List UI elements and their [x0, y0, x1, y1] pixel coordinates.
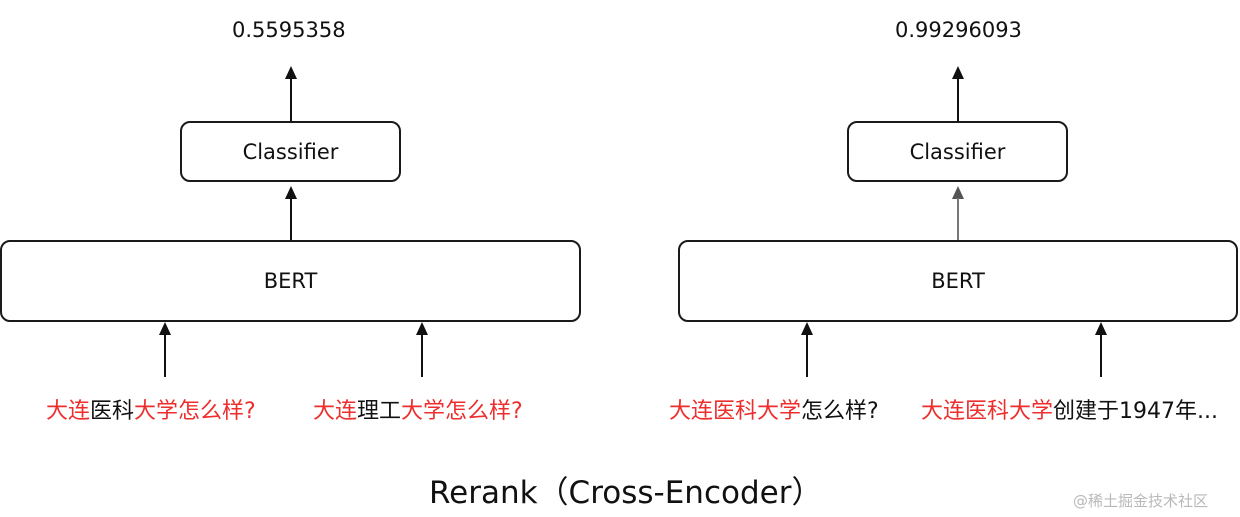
right-input-1-arrow [801, 322, 813, 377]
right-input-sentence-2: 大连医科大学创建于1947年... [921, 393, 1218, 425]
sentence-segment: 大学怎么样? [134, 399, 256, 424]
left-score-arrow [285, 66, 297, 121]
sentence-segment: 怎么样? [801, 399, 879, 424]
sentence-segment: 大连 [313, 399, 358, 424]
diagram-caption: Rerank（Cross-Encoder） [429, 475, 823, 511]
sentence-segment: 理工 [357, 399, 402, 424]
right-score-arrow [952, 66, 964, 121]
sentence-segment: 创建于1947年... [1053, 399, 1218, 424]
right-score: 0.99296093 [895, 18, 1022, 42]
left-classifier-box: Classifier [180, 121, 401, 182]
arrow-head [416, 322, 428, 335]
right-input-2-arrow [1095, 322, 1107, 377]
arrow-head [952, 186, 964, 199]
left-input-sentence-2: 大连理工大学怎么样? [313, 393, 523, 425]
right-bert-label: BERT [931, 269, 985, 293]
left-input-2-arrow [416, 322, 428, 377]
left-bert-to-classifier-arrow [285, 186, 297, 240]
left-classifier-label: Classifier [242, 139, 339, 164]
left-bert-label: BERT [263, 269, 318, 293]
watermark: @稀土掘金技术社区 [1073, 492, 1209, 510]
left-bert-box: BERT [0, 240, 581, 322]
right-classifier-box: Classifier [847, 121, 1068, 182]
arrow-head [952, 66, 964, 79]
sentence-segment: 大连医科大学 [921, 399, 1054, 424]
right-input-sentence-1: 大连医科大学怎么样? [669, 393, 879, 425]
arrow-head [285, 186, 297, 199]
arrow-head [1095, 322, 1107, 335]
sentence-segment: 大学怎么样? [401, 399, 523, 424]
right-classifier-label: Classifier [909, 139, 1006, 164]
left-input-sentence-1: 大连医科大学怎么样? [46, 393, 256, 425]
arrow-head [159, 322, 171, 335]
left-score: 0.5595358 [232, 18, 346, 42]
arrow-head [285, 66, 297, 79]
right-bert-to-classifier-arrow [952, 186, 964, 240]
sentence-segment: 大连 [46, 399, 91, 424]
sentence-segment: 医科 [90, 399, 135, 424]
left-input-1-arrow [159, 322, 171, 377]
sentence-segment: 大连医科大学 [669, 399, 802, 424]
arrow-head [801, 322, 813, 335]
right-bert-box: BERT [678, 240, 1238, 322]
